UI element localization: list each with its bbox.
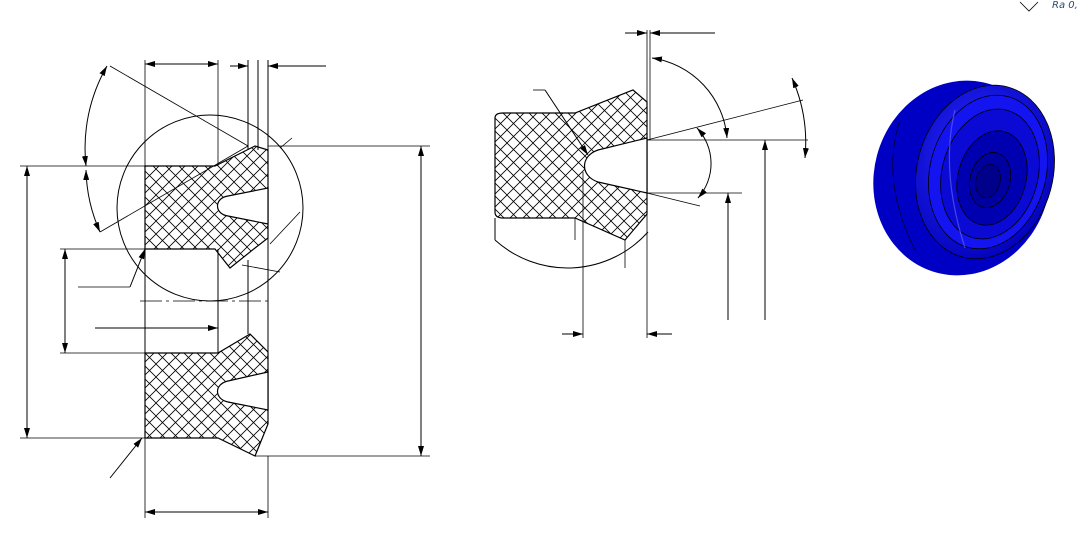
detail-view (494, 30, 809, 338)
surface-finish-icon (1019, 1, 1039, 12)
detail-lip-groove (583, 137, 648, 194)
dim-detail-angle-right (791, 77, 809, 159)
leader-circle (269, 211, 301, 245)
lower-seal-section (144, 333, 269, 457)
detail-arc (494, 231, 649, 269)
dim-detail-angle-large (651, 56, 730, 139)
lower-lip-groove (216, 371, 269, 411)
upper-seal-section (144, 145, 269, 269)
dim-detail-angle-small (696, 127, 712, 199)
surface-finish-label: Ra 0, (1052, 0, 1078, 11)
upper-lip-groove (216, 187, 269, 225)
surface-finish-symbol: Ra 0, (1019, 0, 1078, 12)
dim-angle-left (81, 65, 108, 167)
front-section-view (20, 60, 430, 518)
seal-3d-render (873, 80, 1055, 276)
leader-bottom (109, 437, 143, 479)
